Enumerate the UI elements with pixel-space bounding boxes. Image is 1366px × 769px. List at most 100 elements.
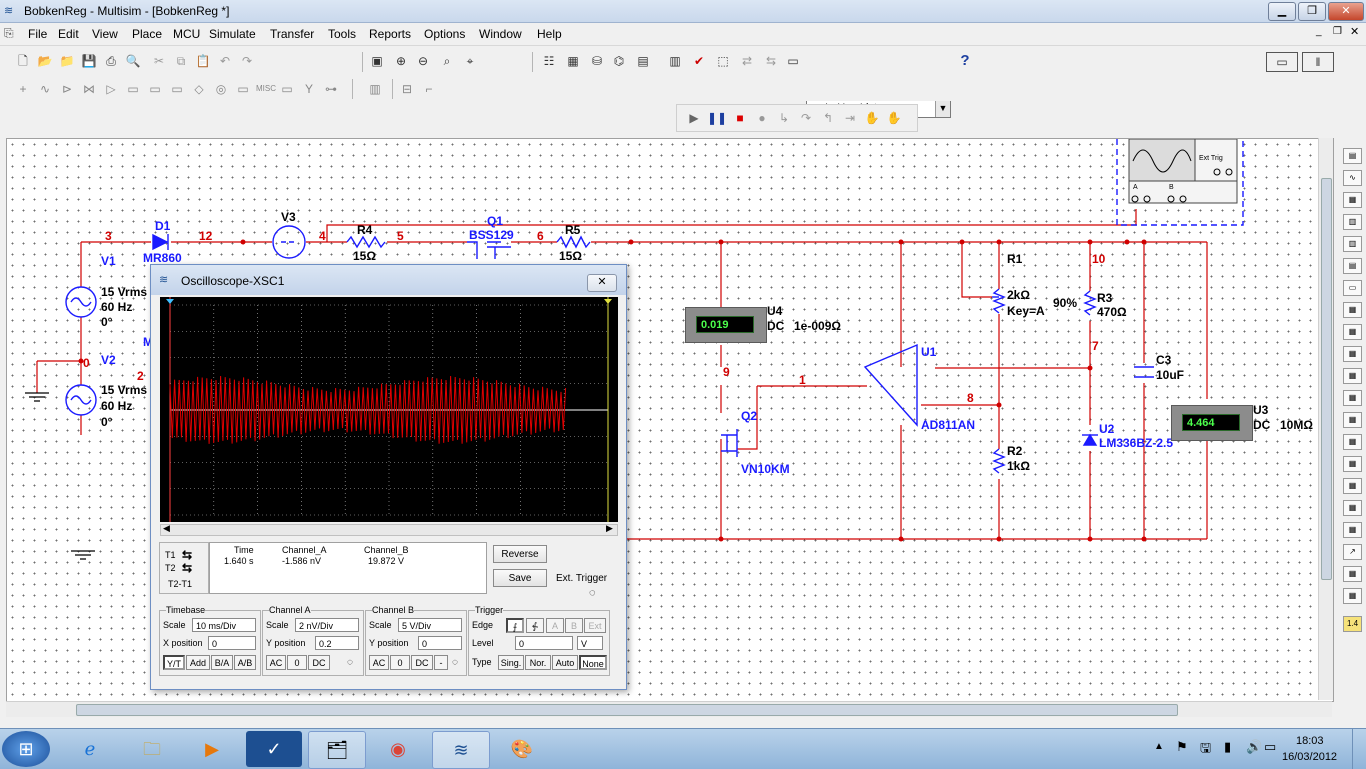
single-trigger-button[interactable]: Sing.	[498, 655, 524, 670]
ext-trigger-terminal-icon[interactable]: ◌	[589, 587, 596, 599]
save-icon[interactable]: 💾	[81, 54, 97, 68]
channel-b-ypos-field[interactable]: 0	[418, 636, 462, 650]
maximize-button[interactable]: ❐	[1298, 2, 1326, 21]
in-use-icon[interactable]: ▭	[787, 54, 799, 68]
channel-b-terminal-icon[interactable]: ◌	[452, 657, 458, 668]
logic-converter-icon[interactable]: ▦	[1343, 346, 1362, 362]
menu-transfer[interactable]: Transfer	[270, 27, 315, 41]
power-icon[interactable]: ▭	[237, 82, 249, 96]
pause-switch-icon[interactable]: ‖	[1302, 52, 1334, 72]
cut-icon[interactable]: ✂	[153, 54, 165, 68]
postprocessor-icon[interactable]: ▥	[669, 54, 681, 68]
run-icon[interactable]: ▶	[689, 111, 699, 125]
breakpoint-icon[interactable]: ●	[758, 111, 766, 125]
child-restore-icon[interactable]: ❐	[1333, 26, 1342, 37]
menu-view[interactable]: View	[92, 27, 118, 41]
hierarchy-icon[interactable]: ☷	[543, 54, 555, 68]
undo-icon[interactable]: ↶	[219, 54, 231, 68]
indicator-icon[interactable]: ◎	[215, 82, 227, 96]
zoom-area-icon[interactable]: ⌕	[443, 54, 451, 68]
channel-a-zero-button[interactable]: 0	[287, 655, 307, 670]
misc-digital-icon[interactable]: ▭	[171, 82, 183, 96]
channel-a-ypos-field[interactable]: 0.2	[315, 636, 359, 650]
yt-mode-button[interactable]: Y/T	[163, 655, 185, 670]
r4-ref[interactable]: R4	[357, 223, 373, 237]
channel-a-dc-button[interactable]: DC	[308, 655, 330, 670]
rf-icon[interactable]: Y	[304, 82, 313, 96]
scroll-right-icon[interactable]: ▶	[606, 523, 613, 533]
frequency-counter-icon[interactable]: ▭	[1343, 280, 1362, 296]
bus-icon[interactable]: ⌐	[425, 82, 433, 96]
multisim-taskbar-icon[interactable]: ≋	[432, 731, 490, 769]
menu-file[interactable]: File	[28, 27, 48, 41]
x-position-field[interactable]: 0	[208, 636, 256, 650]
r3-ref[interactable]: R3	[1097, 291, 1113, 305]
child-close-icon[interactable]: ✕	[1350, 26, 1360, 38]
u3-ref[interactable]: U3	[1253, 403, 1269, 417]
cursor-t2-marker[interactable]	[604, 299, 612, 304]
channel-b-invert-button[interactable]: -	[434, 655, 448, 670]
q2-ref[interactable]: Q2	[741, 409, 758, 423]
spectrum-analyzer-icon[interactable]: ▦	[1343, 412, 1362, 428]
show-hidden-icons[interactable]: ▲	[1154, 741, 1164, 752]
toggle-fullscreen-icon[interactable]: ▣	[371, 54, 383, 68]
r2-ref[interactable]: R2	[1007, 444, 1023, 458]
save-button[interactable]: Save	[493, 569, 547, 587]
clock-time[interactable]: 18:03	[1296, 735, 1324, 747]
oscilloscope-close-button[interactable]: ✕	[587, 274, 617, 292]
task-app-icon[interactable]: ✓	[246, 731, 302, 767]
open-folder-icon[interactable]: 📂	[37, 54, 53, 68]
rising-edge-icon[interactable]: ⨍	[506, 618, 524, 633]
show-desktop-button[interactable]	[1352, 729, 1366, 769]
v3-ref[interactable]: V3	[281, 210, 296, 224]
v1-ref[interactable]: V1	[101, 254, 116, 268]
ba-mode-button[interactable]: B/A	[211, 655, 233, 670]
trigger-ext-button[interactable]: Ext	[584, 618, 606, 633]
minimize-button[interactable]: ▁	[1268, 2, 1296, 21]
paste-icon[interactable]: 📋	[195, 54, 211, 68]
erc-icon[interactable]: ✔	[693, 54, 705, 68]
channel-b-dc-button[interactable]: DC	[411, 655, 433, 670]
close-button[interactable]: ✕	[1328, 2, 1364, 21]
menu-place[interactable]: Place	[132, 27, 163, 41]
normal-trigger-button[interactable]: Nor.	[525, 655, 551, 670]
file-explorer-icon[interactable]: 🗀	[143, 739, 161, 759]
iv-analyzer-icon[interactable]: ▦	[1343, 368, 1362, 384]
action-center-icon[interactable]: ⚑	[1176, 739, 1188, 754]
menu-simulate[interactable]: Simulate	[209, 27, 256, 41]
multimeter-u4[interactable]: 0.019	[685, 307, 767, 343]
menu-reports[interactable]: Reports	[369, 27, 412, 41]
channel-a-scale-field[interactable]: 2 nV/Div	[295, 618, 359, 632]
print-preview-icon[interactable]: 🔍	[125, 54, 141, 68]
explorer-window-icon[interactable]: 🗂	[308, 731, 366, 769]
measurement-probe-icon[interactable]: ↗	[1343, 544, 1362, 560]
transistor-icon[interactable]: ⋈	[83, 82, 95, 96]
media-player-icon[interactable]: ▶	[205, 739, 219, 759]
stop-icon[interactable]: ■	[736, 111, 744, 125]
chevron-down-icon[interactable]: ▼	[935, 99, 950, 117]
hierarchical-block-icon[interactable]: ⊟	[401, 82, 413, 96]
simulate-switch-icon[interactable]: ▭	[1266, 52, 1298, 72]
channel-b-scale-field[interactable]: 5 V/Div	[398, 618, 462, 632]
c3-ref[interactable]: C3	[1156, 353, 1172, 367]
mcu-icon[interactable]: ▥	[369, 82, 381, 96]
database-icon[interactable]: ⛁	[591, 54, 603, 68]
wattmeter-icon[interactable]: ▦	[1343, 192, 1362, 208]
menu-help[interactable]: Help	[537, 27, 562, 41]
diode-icon[interactable]: ⊳	[61, 82, 73, 96]
cursor-t1-marker[interactable]	[166, 299, 174, 304]
oscilloscope-window[interactable]: ≋ Oscilloscope-XSC1 ✕ ◀ ▶ T1 ⇆ T2 ⇆ T2-T…	[150, 264, 627, 690]
analog-icon[interactable]: ▷	[106, 82, 116, 96]
vertical-scrollbar[interactable]	[1318, 138, 1333, 700]
ab-mode-button[interactable]: A/B	[234, 655, 256, 670]
oscilloscope-title-bar[interactable]: ≋ Oscilloscope-XSC1 ✕	[151, 265, 626, 295]
distortion-analyzer-icon[interactable]: ▦	[1343, 390, 1362, 406]
advanced-peripherals-icon[interactable]: ▭	[281, 82, 293, 96]
device-icon[interactable]: 🖫	[1200, 740, 1212, 755]
level-unit-field[interactable]: V	[577, 636, 603, 650]
u2-ref[interactable]: U2	[1099, 422, 1115, 436]
four-channel-scope-icon[interactable]: ▥	[1343, 236, 1362, 252]
internet-explorer-icon[interactable]: ℯ	[84, 739, 96, 759]
menu-options[interactable]: Options	[424, 27, 466, 41]
agilent-multimeter-icon[interactable]: ▦	[1343, 478, 1362, 494]
